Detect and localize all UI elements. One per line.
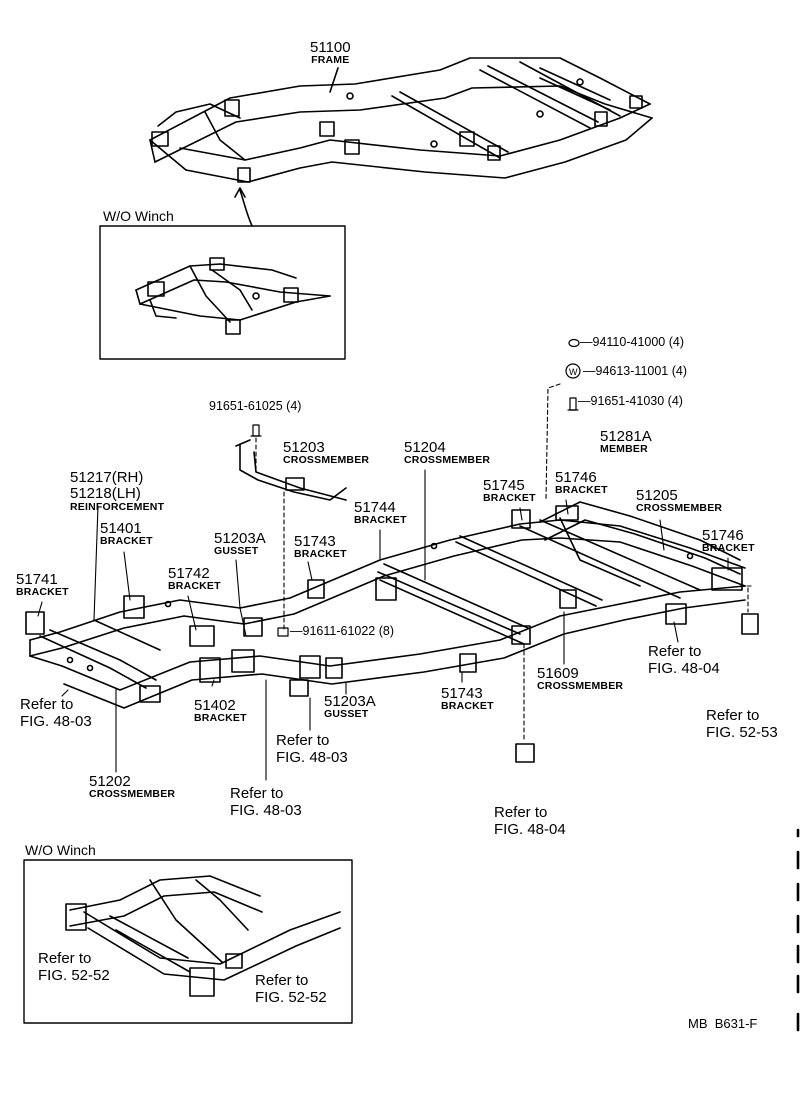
part-number: 51205 — [636, 487, 678, 504]
hardware-label: —91611-61022 (8) — [290, 624, 395, 638]
part-name: BRACKET — [555, 484, 608, 496]
part-label-51743: 51743 BRACKET — [441, 686, 494, 712]
part-number: 51203A — [324, 693, 376, 710]
figure-reference: Refer to FIG. 48-04 — [648, 643, 720, 678]
inset-top-frame-drawing — [135, 257, 331, 335]
part-label-51202: 51202 CROSSMEMBER — [89, 774, 175, 800]
part-label-51745: 51745 BRACKET — [483, 478, 536, 504]
part-label-51203a: 51203A GUSSET — [214, 531, 266, 557]
inset-box-bottom — [23, 859, 353, 1024]
part-name: BRACKET — [294, 548, 347, 560]
part-label-51401: 51401 BRACKET — [100, 521, 153, 547]
inset-title-top: W/O Winch — [103, 208, 174, 224]
exploded-leaders — [37, 469, 729, 781]
part-number: 51743 — [441, 685, 483, 702]
part-number: 51746 — [702, 527, 744, 544]
hardware-label: —94613-11001 (4) — [583, 364, 688, 378]
part-number: 51609 — [537, 665, 579, 682]
part-label-51609: 51609 CROSSMEMBER — [537, 666, 623, 692]
part-number: 51401 — [100, 520, 142, 537]
part-label-51205: 51205 CROSSMEMBER — [636, 488, 722, 514]
part-name: BRACKET — [168, 580, 221, 592]
part-name: BRACKET — [194, 712, 247, 724]
part-name: BRACKET — [100, 535, 153, 547]
part-label-51746: 51746 BRACKET — [555, 470, 608, 496]
washer-icon — [565, 363, 581, 379]
part-name: GUSSET — [214, 545, 259, 557]
part-name: MEMBER — [600, 443, 648, 455]
inset-reference: Refer to FIG. 52-52 — [255, 972, 327, 1007]
inset-title-bottom: W/O Winch — [25, 842, 96, 858]
part-number: 51204 — [404, 439, 446, 456]
part-label-51742: 51742 BRACKET — [168, 566, 221, 592]
leader-line — [329, 67, 339, 93]
hardware-part-number: 94613-11001 (4) — [595, 364, 688, 378]
figure-reference: Refer to FIG. 48-03 — [230, 785, 302, 820]
part-number: 51746 — [555, 469, 597, 486]
part-label-51743: 51743 BRACKET — [294, 534, 347, 560]
part-number: 51402 — [194, 697, 236, 714]
exploded-frame-drawing — [25, 439, 759, 763]
part-number: 51217(RH) 51218(LH) — [70, 469, 144, 502]
hardware-label: —94110-41000 (4) — [580, 335, 685, 349]
inset-reference: Refer to FIG. 52-52 — [38, 950, 110, 985]
figure-reference: Refer to FIG. 52-53 — [706, 707, 778, 742]
part-name: BRACKET — [441, 700, 494, 712]
figure-reference: Refer to FIG. 48-03 — [276, 732, 348, 767]
hardware-part-number: 91651-41030 (4) — [590, 394, 683, 408]
dashed-assembly-lines — [255, 383, 753, 743]
part-name: BRACKET — [483, 492, 536, 504]
inset-bottom-frame-drawing — [65, 875, 341, 997]
part-label-51204: 51204 CROSSMEMBER — [404, 440, 490, 466]
part-name: CROSSMEMBER — [537, 680, 624, 692]
figure-reference: Refer to FIG. 48-04 — [494, 804, 566, 839]
part-label-51741: 51741 BRACKET — [16, 572, 69, 598]
part-label-51100: 51100 FRAME — [310, 40, 351, 66]
arrow-line — [239, 189, 253, 227]
arrow-head — [234, 187, 246, 198]
part-label-51203: 51203 CROSSMEMBER — [283, 440, 369, 466]
part-label-51203a: 51203A GUSSET — [324, 694, 376, 720]
hardware-part-number: 91611-61022 (8) — [302, 624, 395, 638]
drawing-code: MB B631-F — [688, 1016, 758, 1031]
hardware-part-number: 94110-41000 (4) — [592, 335, 685, 349]
part-name: CROSSMEMBER — [636, 502, 723, 514]
figure-reference: Refer to FIG. 48-03 — [20, 696, 92, 731]
part-name: CROSSMEMBER — [283, 454, 370, 466]
hardware-label: 91651-61025 (4) — [209, 399, 302, 413]
part-name: CROSSMEMBER — [89, 788, 176, 800]
part-number: 51742 — [168, 565, 210, 582]
part-label-51217-51218: 51217(RH) 51218(LH) REINFORCEMENT — [70, 470, 164, 512]
part-number: 51203A — [214, 530, 266, 547]
hardware-symbols — [250, 338, 581, 637]
hardware-label: —91651-41030 (4) — [578, 394, 683, 408]
part-name: BRACKET — [16, 586, 69, 598]
part-number: 51203 — [283, 439, 325, 456]
part-number: 51741 — [16, 571, 58, 588]
part-name: GUSSET — [324, 708, 369, 720]
part-number: 51743 — [294, 533, 336, 550]
part-name: REINFORCEMENT — [70, 500, 165, 513]
part-label-51402: 51402 BRACKET — [194, 698, 247, 724]
part-label-51281a: 51281A MEMBER — [600, 429, 652, 455]
part-number: 51745 — [483, 477, 525, 494]
part-name: CROSSMEMBER — [404, 454, 491, 466]
inset-box-top — [99, 225, 346, 360]
frame-assembly-drawing — [149, 57, 653, 183]
part-number: 51100 — [310, 39, 351, 56]
part-number: 51202 — [89, 773, 131, 790]
part-label-51746: 51746 BRACKET — [702, 528, 755, 554]
part-name: BRACKET — [702, 542, 755, 554]
washer-letter: W — [569, 367, 578, 377]
part-label-51744: 51744 BRACKET — [354, 500, 407, 526]
part-name: FRAME — [311, 54, 350, 66]
part-number: 51744 — [354, 499, 396, 516]
part-number: 51281A — [600, 428, 652, 445]
part-name: BRACKET — [354, 514, 407, 526]
